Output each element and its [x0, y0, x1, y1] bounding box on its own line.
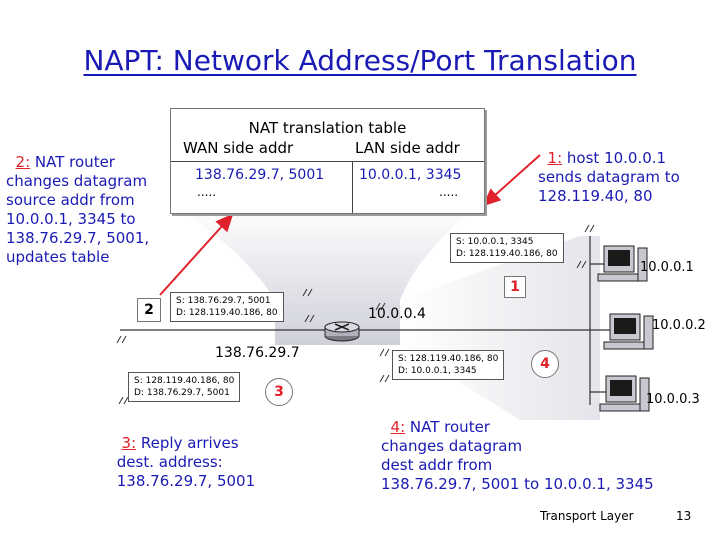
packet-3: S: 128.119.40.186, 80 D: 138.76.29.7, 50…: [128, 372, 241, 402]
table-more-lan: .....: [439, 185, 459, 199]
step4-text: NAT router changes datagram dest addr fr…: [381, 418, 654, 493]
step1-note: 1: host 10.0.0.1 sends datagram to 128.1…: [538, 130, 680, 206]
arrow-step2-to-table: [159, 213, 234, 296]
host1-address: 10.0.0.1: [640, 260, 694, 275]
slide-title: NAPT: Network Address/Port Translation: [83, 44, 637, 77]
step2-number: 2:: [15, 153, 31, 171]
step4-number: 4:: [390, 418, 406, 436]
packet-4: S: 128.119.40.186, 80 D: 10.0.0.1, 3345: [392, 350, 505, 380]
host-computer-icon-1: [597, 245, 648, 282]
step3-number: 3:: [121, 434, 137, 452]
marker-3: 3: [265, 378, 293, 406]
table-divider-horizontal: [171, 161, 484, 162]
step3-note: 3: Reply arrives dest. address: 138.76.2…: [112, 415, 255, 491]
nat-router-icon: [324, 321, 360, 342]
host2-address: 10.0.0.2: [652, 318, 706, 333]
table-col-wan: WAN side addr: [183, 139, 294, 157]
host3-address: 10.0.0.3: [646, 392, 700, 407]
router-wan-address: 138.76.29.7: [215, 345, 300, 361]
table-col-lan: LAN side addr: [355, 139, 460, 157]
packet-2: S: 138.76.29.7, 5001 D: 128.119.40.186, …: [170, 292, 284, 322]
step2-note: 2: NAT router changes datagram source ad…: [6, 134, 149, 267]
step2-text: NAT router changes datagram source addr …: [6, 153, 150, 266]
marker-1: 1: [504, 276, 526, 298]
table-more-wan: .....: [197, 185, 217, 199]
step1-text: host 10.0.0.1 sends datagram to 128.119.…: [538, 149, 680, 205]
host-computer-icon-3: [599, 375, 650, 412]
footer-page-number: 13: [676, 509, 692, 523]
host-computer-icon-2: [603, 313, 654, 350]
packet-1: S: 10.0.0.1, 3345 D: 128.119.40.186, 80: [450, 233, 564, 263]
table-heading: NAT translation table: [248, 119, 407, 137]
marker-2: 2: [137, 298, 161, 322]
arrow-step1-to-table: [482, 154, 541, 207]
step3-text: Reply arrives dest. address: 138.76.29.7…: [116, 434, 256, 490]
nat-translation-table: NAT translation table WAN side addr LAN …: [170, 108, 485, 214]
table-divider-vertical: [352, 161, 353, 213]
network-shading: [170, 205, 480, 345]
step4-note: 4: NAT router changes datagram dest addr…: [381, 399, 654, 494]
table-row-wan: 138.76.29.7, 5001: [195, 167, 325, 183]
marker-4: 4: [531, 350, 559, 378]
table-row-lan: 10.0.0.1, 3345: [359, 167, 462, 183]
footer-course: Transport Layer: [540, 509, 634, 523]
router-lan-address: 10.0.0.4: [368, 306, 426, 322]
step1-number: 1:: [547, 149, 563, 167]
lan-shading: [400, 236, 600, 420]
